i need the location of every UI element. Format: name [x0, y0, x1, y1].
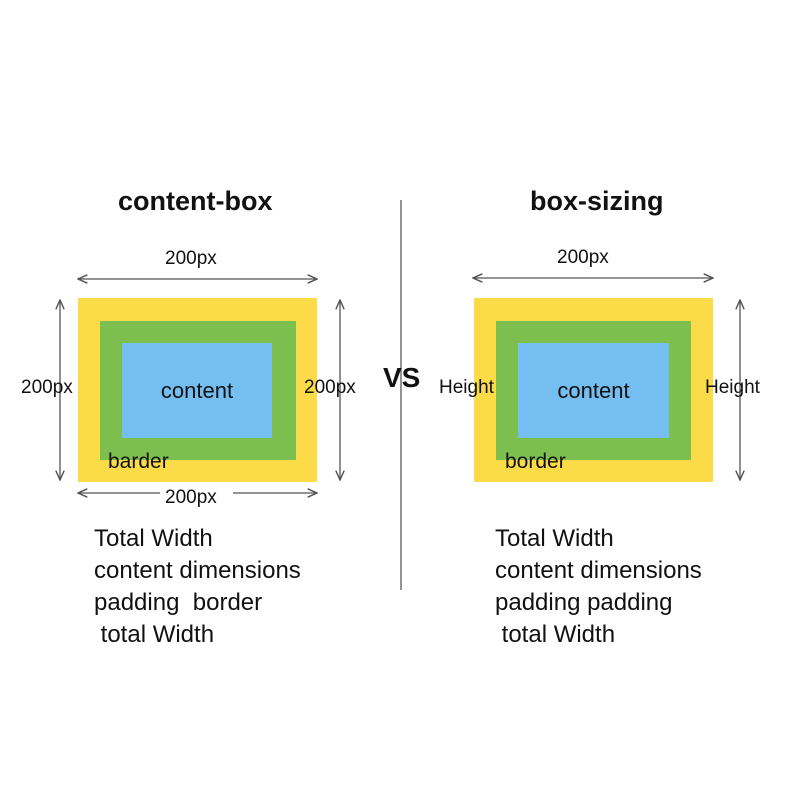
right-notes: Total Width content dimensions padding p… — [495, 523, 702, 651]
left-note-line: total Width — [94, 621, 215, 648]
right-note-line: total Width — [495, 621, 616, 648]
left-panel-title: content-box — [118, 186, 273, 216]
left-note-line: content dimensions — [94, 557, 301, 584]
right-note-line: Total Width — [495, 525, 614, 552]
right-note-line: content dimensions — [495, 557, 702, 584]
right-right-height-label: Height — [705, 377, 760, 398]
vs-label: VS — [383, 362, 421, 393]
left-content-label: content — [160, 378, 234, 403]
left-height-label: 200px — [21, 377, 73, 398]
left-bottom-width-label: 200px — [165, 487, 217, 508]
left-top-width-label: 200px — [165, 248, 217, 269]
right-layer-label: border — [505, 450, 566, 473]
right-content-layer: content — [518, 343, 669, 438]
right-top-width-label: 200px — [557, 247, 609, 268]
right-content-label: content — [557, 378, 630, 403]
left-notes: Total Width content dimensions padding b… — [94, 523, 301, 651]
right-panel-title: box-sizing — [530, 186, 664, 216]
right-note-line: padding padding — [495, 589, 673, 616]
left-content-layer: content — [122, 343, 272, 438]
left-layer-label: barder — [108, 450, 169, 473]
right-height-label: 200px — [304, 377, 356, 398]
left-note-line: Total Width — [94, 525, 213, 552]
left-note-line: padding border — [94, 589, 263, 616]
right-left-height-label: Height — [439, 377, 494, 398]
